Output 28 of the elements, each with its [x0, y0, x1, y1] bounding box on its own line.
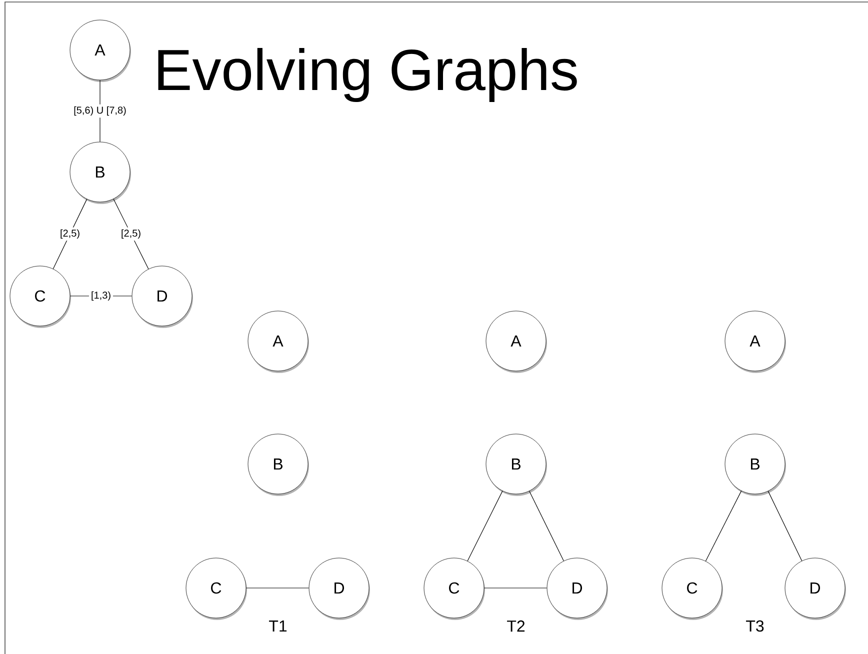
edge-label: [2,5)	[60, 229, 80, 239]
graph-vertex: B	[724, 434, 786, 496]
graph-vertex: B	[248, 434, 309, 496]
graph-vertex: A	[486, 310, 547, 373]
graph-vertex: D	[784, 558, 846, 620]
edge-line	[529, 490, 564, 562]
edge-line	[467, 490, 503, 562]
time-label: T2	[507, 620, 525, 632]
graph-vertex: C	[10, 266, 71, 328]
graph-vertex: A	[248, 310, 309, 373]
time-label: T1	[269, 620, 287, 632]
time-label: T3	[746, 620, 764, 632]
graph-vertex: A	[724, 310, 786, 373]
edge-line	[705, 490, 742, 562]
graph-vertex: C	[424, 558, 485, 620]
edge-label: [5,6) U [7,8)	[74, 106, 126, 116]
graph-vertex: D	[132, 266, 193, 328]
graph-vertex: B	[70, 142, 131, 204]
graph-vertex: D	[308, 558, 370, 620]
graph-vertex: C	[186, 558, 247, 620]
graph-vertex: A	[70, 20, 131, 82]
graph-vertex: D	[546, 558, 608, 620]
edge-label: [2,5)	[122, 229, 140, 239]
graph-vertex: C	[662, 558, 723, 620]
slide-title: Evolving Graphs	[158, 48, 577, 102]
graph-vertex: B	[486, 434, 547, 496]
edge-line	[768, 490, 802, 562]
edge-label: [1,3)	[92, 291, 110, 301]
